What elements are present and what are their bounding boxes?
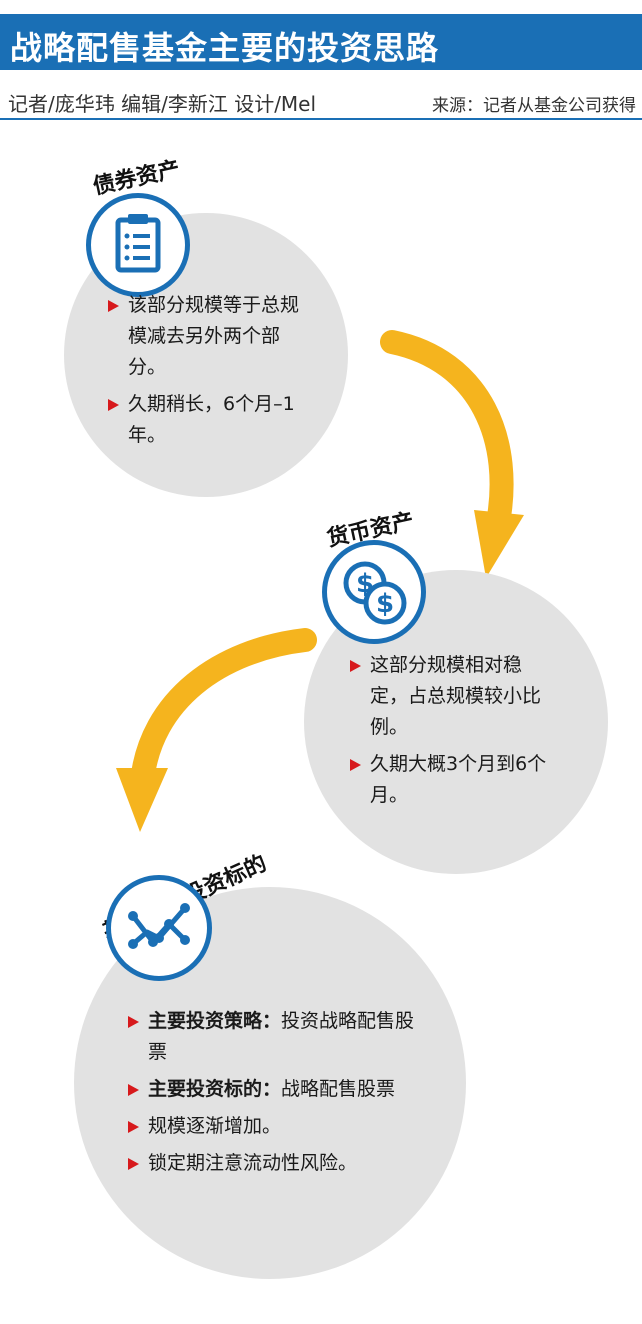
arrow-money-to-stock (130, 628, 317, 794)
credits-line: 记者/庞华玮 编辑/李新江 设计/Mel (8, 92, 317, 116)
list-item: 久期大概3个月到6个月。 (350, 749, 550, 811)
bullet-triangle-icon (128, 1158, 139, 1170)
header-bar: 战略配售基金主要的投资思路 (0, 14, 642, 70)
list-item: 这部分规模相对稳定，占总规模较小比例。 (350, 650, 550, 743)
list-item: 主要投资策略：投资战略配售股票 (128, 1006, 424, 1068)
bullet-triangle-icon (128, 1121, 139, 1133)
money-points: 这部分规模相对稳定，占总规模较小比例。 久期大概3个月到6个月。 (350, 650, 550, 817)
bullet-triangle-icon (108, 300, 119, 312)
page-title: 战略配售基金主要的投资思路 (10, 29, 440, 67)
list-item: 该部分规模等于总规模减去另外两个部分。 (108, 290, 304, 383)
bullet-triangle-icon (128, 1084, 139, 1096)
list-item: 久期稍长，6个月–1年。 (108, 389, 304, 451)
header-divider (0, 118, 642, 120)
arrow-head-2 (116, 768, 168, 832)
dollar-coins-icon: $ $ (322, 540, 426, 644)
bullet-triangle-icon (350, 660, 361, 672)
list-item: 锁定期注意流动性风险。 (128, 1148, 424, 1179)
bond-points: 该部分规模等于总规模减去另外两个部分。 久期稍长，6个月–1年。 (108, 290, 304, 457)
arrow-bond-to-money (380, 330, 514, 540)
bullet-triangle-icon (128, 1016, 139, 1028)
list-item: 主要投资标的：战略配售股票 (128, 1074, 424, 1105)
svg-text:$: $ (376, 589, 394, 619)
bullet-triangle-icon (350, 759, 361, 771)
source-line: 来源：记者从基金公司获得 (432, 96, 636, 116)
list-item: 规模逐渐增加。 (128, 1111, 424, 1142)
trend-chart-icon (106, 875, 212, 981)
clipboard-icon (86, 193, 190, 297)
stock-points: 主要投资策略：投资战略配售股票 主要投资标的：战略配售股票 规模逐渐增加。 锁定… (128, 1006, 424, 1185)
bullet-triangle-icon (108, 399, 119, 411)
arrow-head-1 (474, 510, 524, 578)
